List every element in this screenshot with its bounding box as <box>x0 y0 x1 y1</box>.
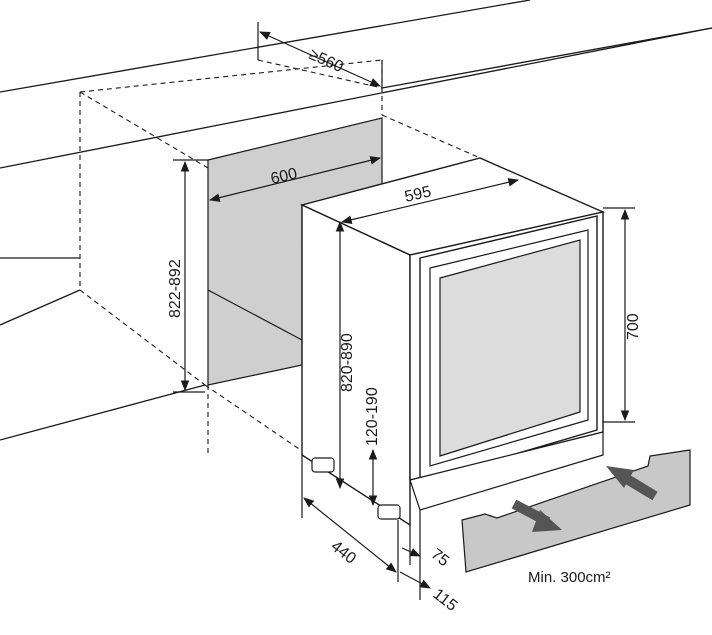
label-foot-depth: 440 <box>328 538 360 568</box>
dim-line-niche-width <box>208 156 382 202</box>
airflow-in-arrow <box>606 466 658 501</box>
dim-line-foot-depth <box>303 497 397 573</box>
niche-floor-edge <box>207 289 303 341</box>
label-setback-inner: 75 <box>428 546 453 570</box>
dim-line-appliance-width <box>340 178 520 224</box>
label-appliance-width: 595 <box>403 183 433 206</box>
label-niche-width: 600 <box>269 165 299 188</box>
label-appliance-height: 820-890 <box>339 333 356 392</box>
door-glass <box>439 239 581 457</box>
label-door-height: 700 <box>625 313 642 340</box>
rear-foot <box>311 457 335 473</box>
dim-line-min-depth <box>259 31 381 87</box>
appliance-door <box>419 215 598 483</box>
ventilation-note: Min. 300cm² <box>528 569 611 586</box>
label-niche-height: 822-892 <box>167 259 184 318</box>
label-setback-outer: 115 <box>430 586 461 615</box>
dim-line-setback-outer <box>399 571 431 589</box>
front-foot <box>377 504 401 520</box>
label-min-depth: ≥560 <box>306 46 345 76</box>
dim-line-setback-inner <box>401 547 421 557</box>
label-plinth-height: 120-190 <box>364 387 381 446</box>
airflow-out-arrow <box>511 499 562 532</box>
ventilation-grille <box>461 449 691 573</box>
